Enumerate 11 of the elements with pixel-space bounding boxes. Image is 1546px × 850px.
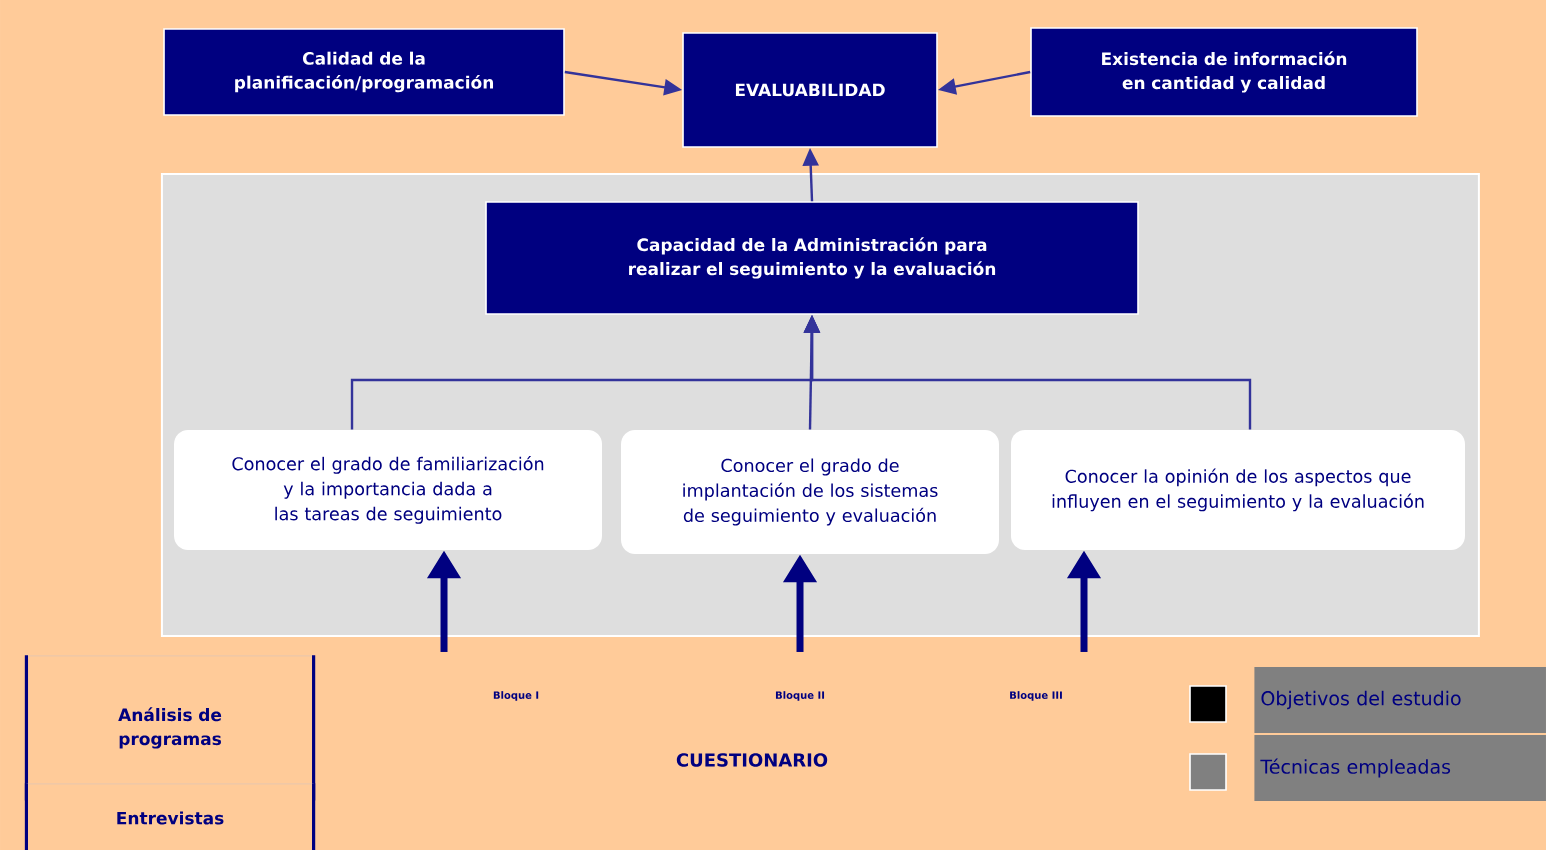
objective-box: Conocer la opinión de los aspectos que influyen en el seguimiento y la evaluación <box>1011 430 1465 550</box>
concept-box: Existencia de información en cantidad y calidad <box>1030 27 1418 117</box>
objective-box: Conocer el grado de implantación de los sistemas de seguimiento y evaluación <box>621 430 999 554</box>
concept-box: Capacidad de la Administración para realizar el seguimiento y la evaluación <box>485 201 1139 315</box>
method-label: CUESTIONARIO <box>676 753 828 767</box>
technique-box: Entrevistas <box>24 781 316 850</box>
legend-label: Objetivos del estudio <box>1254 666 1546 733</box>
objective-box: Conocer el grado de familiarización y la importancia dada a las tareas de seguimiento <box>174 430 602 550</box>
concept-box: Calidad de la planificación/programación <box>163 28 565 116</box>
concept-box: EVALUABILIDAD <box>682 32 938 148</box>
legend-label: Técnicas empleadas <box>1254 734 1546 801</box>
